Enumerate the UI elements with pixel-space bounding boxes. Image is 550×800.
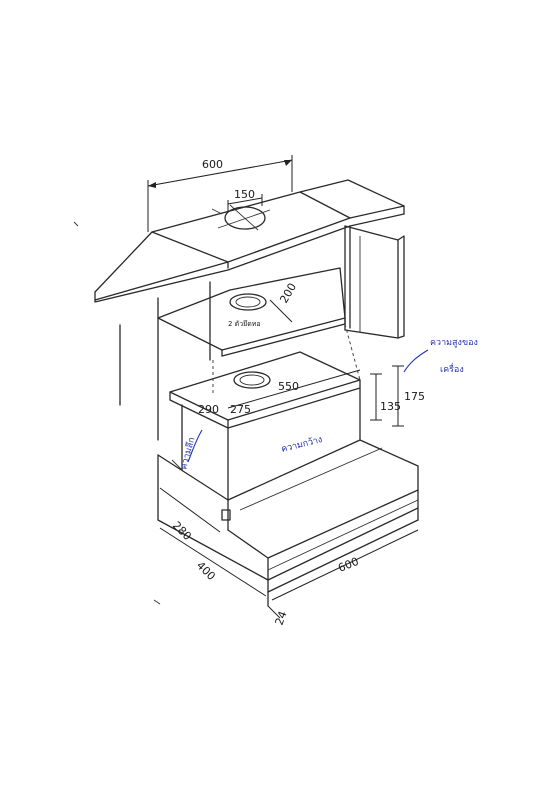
middle-shelf <box>157 267 346 357</box>
dimension-top-width: 600 <box>147 155 293 232</box>
cabinet-side-walls <box>119 225 405 441</box>
depth-note: ความลึก <box>178 436 197 471</box>
dim-hood-offset: 275 <box>230 403 251 416</box>
dim-inner-height: 135 <box>380 400 401 413</box>
dim-shelf-depth: 200 <box>277 281 299 306</box>
dim-outer-height: 175 <box>404 390 425 403</box>
handwritten-notes: ความกว้าง ความลึก ความสูงของ เครื่อง <box>178 338 478 471</box>
dimension-duct-diameter: 150 <box>227 188 263 212</box>
stray-marks <box>73 221 161 605</box>
dim-tray-depth: 280 <box>170 519 194 543</box>
height-note-line1: ความสูงของ <box>430 338 478 348</box>
width-note: ความกว้าง <box>280 434 323 455</box>
height-note-line2: เครื่อง <box>440 362 464 375</box>
dim-hood-width: 550 <box>278 380 299 393</box>
top-duct-hole <box>211 204 271 231</box>
dim-top-width: 600 <box>202 158 223 171</box>
top-cabinet-slab <box>94 179 405 303</box>
shelf-hole-label: 2 ตัวยึดทอ <box>228 319 261 328</box>
dim-duct-diameter: 150 <box>234 188 255 201</box>
dim-hood-depth: 290 <box>198 403 219 416</box>
dimension-hood-labels: 290 275 550 <box>198 369 361 416</box>
dimension-heights: 135 175 <box>370 365 425 427</box>
dimension-tray: 280 400 600 24 <box>159 487 419 627</box>
pull-out-tray <box>157 439 419 607</box>
dim-front-thickness: 24 <box>273 609 290 627</box>
